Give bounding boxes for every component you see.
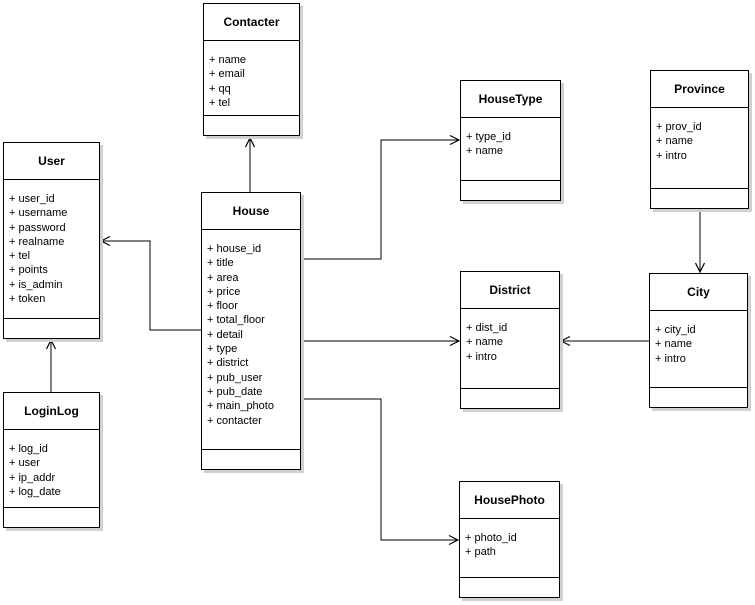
class-methods-empty <box>461 388 559 408</box>
class-attribute: + tel <box>9 250 31 263</box>
class-attributes: + dist_id + name+ intro <box>461 309 559 388</box>
class-attribute: + name <box>466 145 503 158</box>
class-attribute: + ip_addr <box>9 471 56 484</box>
class-contacter[interactable]: Contacter + name + email+ qq+ tel <box>203 3 300 136</box>
class-attribute: + points <box>9 264 48 277</box>
class-attribute: + district <box>207 357 249 370</box>
class-attribute: + intro <box>656 149 687 162</box>
class-attribute: + total_floor <box>207 314 265 327</box>
class-attribute: + type_id <box>466 131 511 143</box>
class-attribute: + house_id <box>207 243 262 255</box>
class-methods-empty <box>650 387 747 407</box>
connector-house-to-housephoto <box>301 398 458 540</box>
class-house[interactable]: House + house_id + title+ area+ price + fl… <box>201 192 301 470</box>
class-attribute: + price <box>207 285 241 298</box>
class-attribute: + token <box>9 293 46 306</box>
class-attributes: + log_id + user+ ip_addr+ log_date <box>4 430 99 507</box>
class-attributes: + type_id + name <box>461 118 560 180</box>
class-attribute: + email <box>209 68 245 81</box>
class-city[interactable]: City + city_id + name+ intro <box>649 273 748 408</box>
class-attribute: + path <box>465 546 496 559</box>
class-attribute: + pub_user <box>207 371 263 384</box>
class-title: User <box>4 143 99 180</box>
class-attributes: + city_id + name+ intro <box>650 311 747 387</box>
class-attribute: + pub_date <box>207 385 263 398</box>
class-attribute: + area <box>207 271 239 284</box>
class-methods-empty <box>651 188 748 208</box>
class-loginlog[interactable]: LoginLog + log_id + user+ ip_addr+ log_da… <box>3 392 100 528</box>
class-attribute: + city_id <box>655 324 696 336</box>
class-attribute: + realname <box>9 235 65 248</box>
class-methods-empty <box>4 318 99 338</box>
class-methods-empty <box>204 115 299 135</box>
class-methods-empty <box>460 577 559 597</box>
class-attributes: + house_id+ title+ area+ price+ floor+ t… <box>202 230 300 449</box>
class-attribute: + photo_id <box>465 532 517 544</box>
class-attribute: + intro <box>655 352 686 365</box>
class-attribute: + contacter <box>207 414 262 427</box>
class-title: Contacter <box>204 4 299 41</box>
class-housephoto[interactable]: HousePhoto + photo_id + path <box>459 481 560 598</box>
class-title: HousePhoto <box>460 482 559 519</box>
class-attribute: + tel <box>209 96 231 109</box>
class-title: House <box>202 193 300 230</box>
class-title: Province <box>651 71 748 108</box>
class-title: HouseType <box>461 81 560 118</box>
class-attribute: + name <box>209 54 246 66</box>
class-attribute: + user <box>9 457 40 470</box>
class-attribute: + is_admin <box>9 278 63 291</box>
class-attribute: + username <box>9 207 68 220</box>
class-attribute: + name <box>466 336 503 349</box>
class-attributes: + photo_id + path <box>460 519 559 577</box>
class-title: City <box>650 274 747 311</box>
class-title: District <box>461 272 559 309</box>
class-attribute: + log_date <box>9 485 61 498</box>
class-attribute: + floor <box>207 300 238 313</box>
class-housetype[interactable]: HouseType + type_id + name <box>460 80 561 201</box>
class-province[interactable]: Province + prov_id + name+ intro <box>650 70 749 209</box>
class-attribute: + dist_id <box>466 322 508 334</box>
class-attribute: + type <box>207 343 238 356</box>
connector-house-to-housetype <box>301 140 459 260</box>
class-methods-empty <box>461 180 560 200</box>
class-attribute: + prov_id <box>656 121 702 133</box>
class-attribute: + detail <box>207 328 243 341</box>
connector-house-to-user <box>101 241 201 331</box>
class-attribute: + title <box>207 257 234 270</box>
class-attribute: + name <box>656 135 693 148</box>
class-attribute: + user_id <box>9 193 55 205</box>
class-attribute: + log_id <box>9 443 48 455</box>
class-attributes: + prov_id + name+ intro <box>651 108 748 188</box>
class-attribute: + password <box>9 221 66 234</box>
class-attribute: + qq <box>209 82 231 95</box>
class-attribute: + name <box>655 338 692 351</box>
class-attributes: + name + email+ qq+ tel <box>204 41 299 115</box>
class-user[interactable]: User + user_id + username+ password+ real… <box>3 142 100 339</box>
class-attribute: + main_photo <box>207 400 274 413</box>
class-methods-empty <box>4 507 99 527</box>
class-methods-empty <box>202 449 300 469</box>
class-attribute: + intro <box>466 350 497 363</box>
class-title: LoginLog <box>4 393 99 430</box>
class-district[interactable]: District + dist_id + name+ intro <box>460 271 560 409</box>
class-attributes: + user_id + username+ password+ realname +… <box>4 180 99 318</box>
